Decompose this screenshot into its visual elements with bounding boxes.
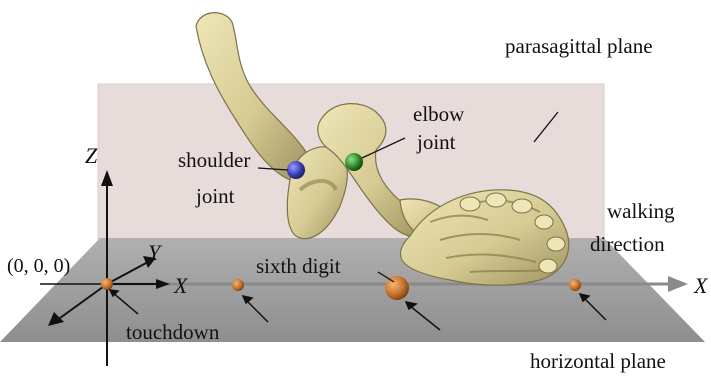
elbow-joint-marker (345, 153, 363, 171)
touchdown-label: touchdown (126, 320, 220, 344)
origin-label: (0, 0, 0) (7, 255, 70, 277)
horizontal-plane-label: horizontal plane (530, 349, 666, 373)
walking-label-line2: direction (590, 232, 665, 256)
shoulder-joint-marker (287, 161, 305, 179)
x-axis-label-near: X (173, 273, 189, 298)
touchdown-marker-2 (232, 279, 244, 291)
parasagittal-plane-label: parasagittal plane (505, 34, 653, 58)
touchdown-marker-4 (569, 279, 581, 291)
z-axis-label: Z (85, 143, 98, 168)
sixth-digit-label: sixth digit (256, 254, 341, 278)
elbow-label-line2: joint (416, 130, 456, 154)
shoulder-label-line1: shoulder (178, 148, 250, 172)
sixth-digit-marker (385, 276, 409, 300)
x-axis-label-far: X (693, 273, 709, 298)
shoulder-label-line2: joint (195, 184, 235, 208)
walking-label-line1: walking (607, 199, 675, 223)
touchdown-marker-origin (101, 278, 113, 290)
elbow-label-line1: elbow (413, 102, 465, 126)
